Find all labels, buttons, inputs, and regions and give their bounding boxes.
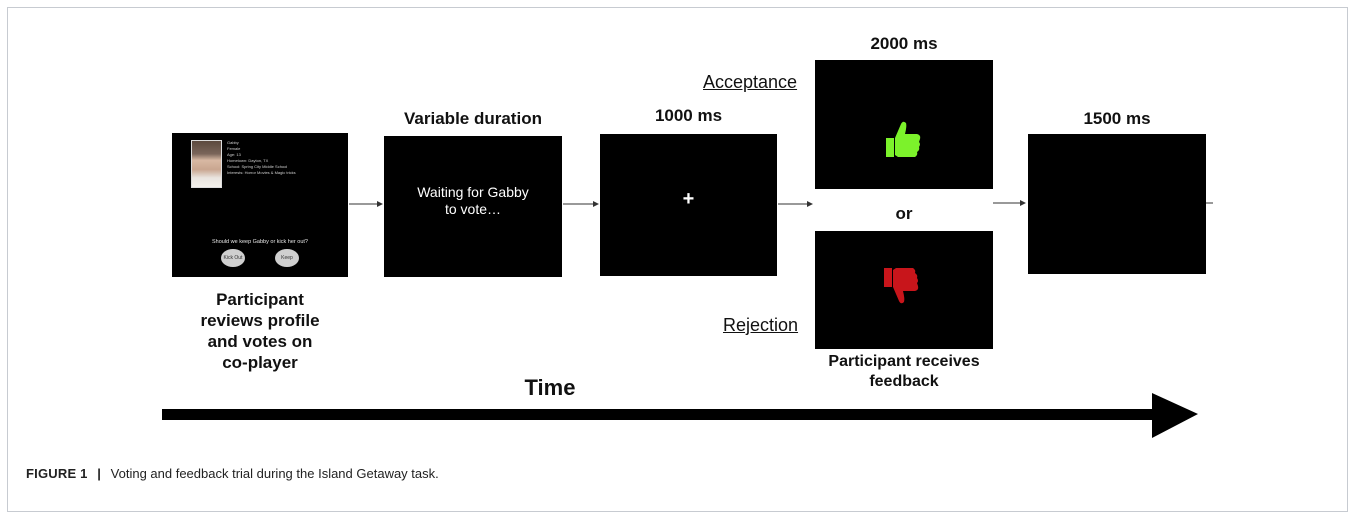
profile-photo xyxy=(191,140,222,188)
profile-name: Gabby xyxy=(227,140,239,145)
fixation-cross: + xyxy=(682,188,695,210)
profile-line: School: Spring City Middle School xyxy=(227,164,288,169)
caption-label: FIGURE 1 xyxy=(26,466,88,481)
feedback-caption: Participant receives feedback xyxy=(828,353,980,390)
figure-caption: FIGURE 1 | Voting and feedback trial dur… xyxy=(26,466,439,481)
keep-button[interactable]: Keep xyxy=(275,249,299,267)
kick-out-button[interactable]: Kick Out xyxy=(221,249,245,267)
profile-caption: Participant reviews profile and votes on… xyxy=(200,290,320,372)
profile-line: Interests: Horror Movies & Magic tricks xyxy=(227,170,296,175)
acceptance-screen xyxy=(815,60,993,189)
or-label: or xyxy=(895,204,913,223)
profile-details: Gabby Female Age: 13 Hometown: Dayton, T… xyxy=(227,140,296,176)
blank-duration-label: 1500 ms xyxy=(1083,109,1151,128)
profile-line: Age: 13 xyxy=(227,152,241,157)
thumbs-down-icon xyxy=(884,268,919,304)
thumbs-up-icon xyxy=(886,121,921,157)
waiting-screen: Waiting for Gabby to vote… xyxy=(384,136,562,277)
variable-duration-label: Variable duration xyxy=(404,109,542,128)
profile-question: Should we keep Gabby or kick her out? xyxy=(211,239,308,245)
caption-separator: | xyxy=(97,466,102,481)
timeline-label: Time xyxy=(524,375,576,400)
caption-text: Voting and feedback trial during the Isl… xyxy=(110,466,439,481)
rejection-screen xyxy=(815,231,993,349)
fixation-duration-label: 1000 ms xyxy=(654,106,723,125)
fixation-screen: + xyxy=(600,134,777,276)
blank-screen xyxy=(1028,134,1206,274)
profile-line: Female xyxy=(227,146,241,151)
waiting-text: Waiting for Gabby to vote… xyxy=(417,184,529,217)
feedback-duration-label: 2000 ms xyxy=(870,34,938,53)
acceptance-label: Acceptance xyxy=(703,72,798,92)
rejection-label: Rejection xyxy=(723,315,799,335)
profile-line: Hometown: Dayton, TX xyxy=(227,158,269,163)
profile-screen: Gabby Female Age: 13 Hometown: Dayton, T… xyxy=(172,133,348,277)
